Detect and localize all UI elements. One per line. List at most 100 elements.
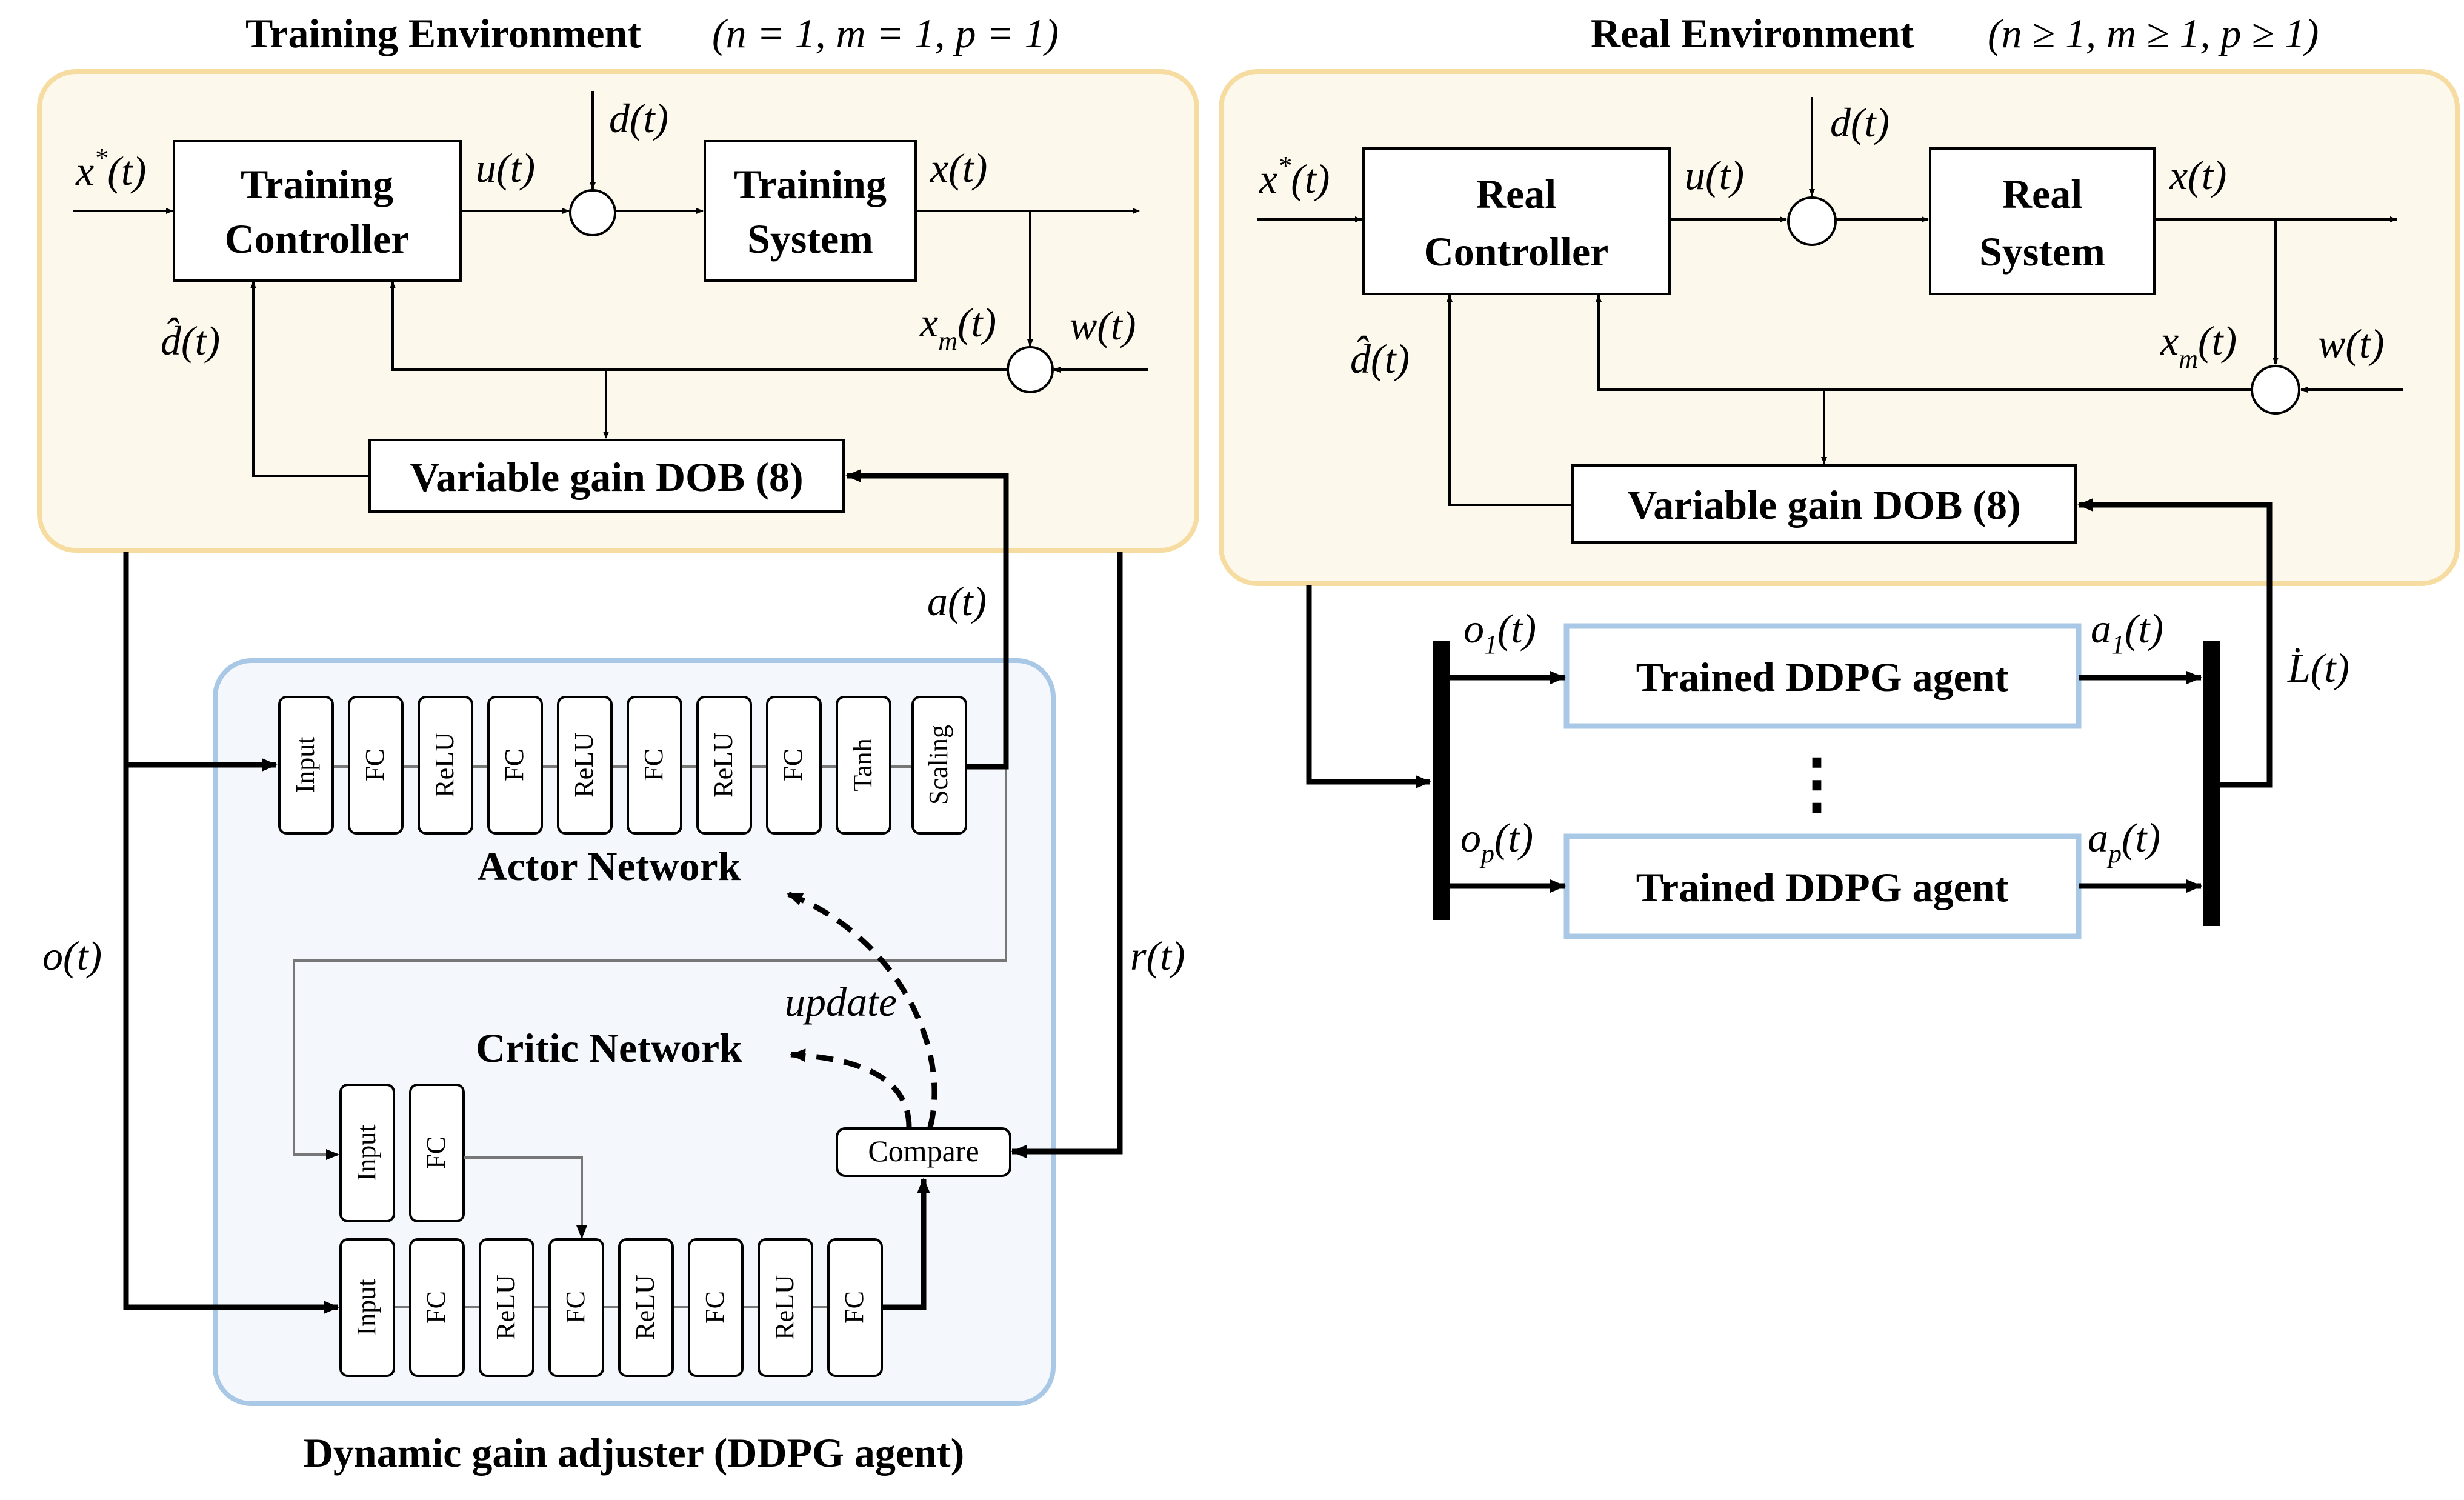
real-x-label: x(t) (2169, 152, 2226, 198)
critic-network: Input FC Input FC ReLU FC ReLU FC ReLU F… (339, 1084, 883, 1377)
actor-network: Input FC ReLU FC ReLU FC ReLU FC Tanh Sc… (278, 696, 967, 835)
real-system-label-2: System (1979, 228, 2105, 275)
training-d-label: d(t) (609, 95, 668, 141)
actor-layer-tanh-label: Tanh (848, 738, 877, 791)
training-system-block (704, 140, 917, 282)
critic-obs-layer-fc (409, 1238, 465, 1377)
training-env-title: Training Environment (245, 10, 641, 56)
actor-layer-fc-label: FC (639, 748, 668, 781)
actor-layer-relu (557, 696, 613, 835)
critic-action-layer-input-label: Input (351, 1125, 381, 1181)
actor-layer-fc (348, 696, 404, 835)
critic-obs-layer-relu-label: ReLU (630, 1275, 660, 1340)
critic-obs-layer-relu (618, 1238, 674, 1377)
critic-obs-layer-relu-label: ReLU (491, 1275, 521, 1340)
critic-to-compare-line (882, 1178, 930, 1310)
training-w-label: w(t) (1070, 302, 1136, 348)
real-dhat-label: d̂(t) (1350, 336, 1410, 382)
real-xm-label: xm(t) (2160, 318, 2237, 374)
actor-layer-relu (418, 696, 473, 835)
real-signal-lines (1257, 97, 2403, 506)
real-env-condition: (n ≥ 1, m ≥ 1, p ≥ 1) (1988, 10, 2319, 56)
training-disturbance-sum (569, 189, 616, 236)
trained-agent-p-block (1563, 833, 2082, 939)
real-u-label: u(t) (1685, 152, 1744, 198)
critic-obs-layer-relu-label: ReLU (770, 1275, 799, 1340)
actor-layer-relu-label: ReLU (569, 732, 599, 798)
critic-obs-layer-input-label: Input (351, 1279, 381, 1336)
observation-demux-bar (1433, 641, 1450, 920)
actor-layer-fc (766, 696, 822, 835)
real-dob-label: Variable gain DOB (8) (1627, 482, 2020, 528)
training-interconnects (123, 469, 1123, 1314)
ldot-label: L̇(t) (2287, 645, 2349, 691)
critic-action-layer-fc-label: FC (421, 1136, 451, 1169)
real-environment: Real Environment (n ≥ 1, m ≥ 1, p ≥ 1) R… (1219, 10, 2460, 586)
action-mux-bar (2203, 641, 2220, 926)
critic-action-layer-input (339, 1084, 395, 1222)
agents-ellipsis: ⋮ (1783, 747, 1850, 821)
training-signal-lines (73, 91, 1148, 477)
real-system-label-1: Real (2002, 171, 2082, 217)
training-u-label: u(t) (476, 145, 535, 191)
actor-layer-fc (627, 696, 682, 835)
op-label: op(t) (1460, 815, 1533, 868)
a1-label: a1(t) (2091, 605, 2163, 659)
critic-merge-line (464, 1156, 587, 1239)
critic-obs-layer-fc-label: FC (700, 1291, 730, 1324)
actor-layer-fc-label: FC (499, 748, 529, 781)
trained-agent-1-label: Trained DDPG agent (1636, 654, 2009, 700)
critic-obs-layer-input (339, 1238, 395, 1377)
actor-to-critic-line (293, 767, 1007, 1160)
compare-label: Compare (868, 1134, 979, 1168)
ddpg-agent: Dynamic gain adjuster (DDPG agent) Input… (213, 658, 1056, 1476)
training-system-label-2: System (747, 216, 873, 262)
training-controller-block (173, 140, 462, 282)
training-controller-label-2: Controller (225, 216, 410, 262)
update-critic-arrow (790, 1048, 912, 1128)
training-xm-label: xm(t) (919, 299, 996, 356)
real-xstar-label: x*(t) (1259, 151, 1330, 202)
actor-layer-fc-label: FC (360, 748, 390, 781)
critic-obs-layer-fc (548, 1238, 604, 1377)
compare-block (836, 1127, 1011, 1177)
training-system-label-1: Training (734, 161, 887, 207)
real-w-label: w(t) (2318, 321, 2385, 367)
actor-layer-relu-label: ReLU (708, 732, 738, 798)
training-noise-sum (1007, 346, 1054, 393)
action-signal-label: a(t) (927, 578, 987, 624)
training-dob-block (368, 439, 845, 513)
critic-obs-layer-fc-label: FC (421, 1291, 451, 1324)
actor-layer-tanh (836, 696, 891, 835)
real-noise-sum (2251, 365, 2300, 415)
critic-obs-layer-fc-label: FC (839, 1291, 869, 1324)
critic-obs-layer-relu (758, 1238, 813, 1377)
reward-signal-label: r(t) (1130, 933, 1185, 979)
real-controller-block (1362, 147, 1671, 295)
ap-label: ap(t) (2088, 815, 2160, 868)
training-environment: Training Environment (n = 1, m = 1, p = … (37, 10, 1199, 553)
update-actor-arrow (787, 891, 937, 1128)
training-controller-label-1: Training (241, 161, 393, 207)
real-controller-label-1: Real (1476, 171, 1556, 217)
trained-agent-p-label: Trained DDPG agent (1636, 864, 2009, 910)
actor-layer-scaling-label: Scaling (924, 725, 953, 805)
training-dob-label: Variable gain DOB (8) (410, 454, 803, 500)
actor-network-title: Actor Network (478, 843, 741, 889)
real-controller-label-2: Controller (1424, 228, 1609, 275)
actor-layer-fc (487, 696, 543, 835)
training-env-condition: (n = 1, m = 1, p = 1) (712, 10, 1059, 56)
training-x-label: x(t) (930, 145, 987, 191)
update-label: update (785, 979, 897, 1025)
observation-signal-label: o(t) (42, 933, 102, 979)
critic-action-layer-fc (409, 1084, 465, 1222)
real-system-block (1929, 147, 2156, 295)
actor-layer-fc-label: FC (778, 748, 808, 781)
real-d-label: d(t) (1830, 99, 1890, 145)
real-disturbance-sum (1787, 196, 1837, 246)
critic-network-title: Critic Network (476, 1025, 742, 1071)
critic-obs-layer-fc (688, 1238, 744, 1377)
trained-agents: Trained DDPG agent Trained DDPG agent ⋮ … (1306, 498, 2349, 939)
critic-obs-layer-relu (479, 1238, 534, 1377)
